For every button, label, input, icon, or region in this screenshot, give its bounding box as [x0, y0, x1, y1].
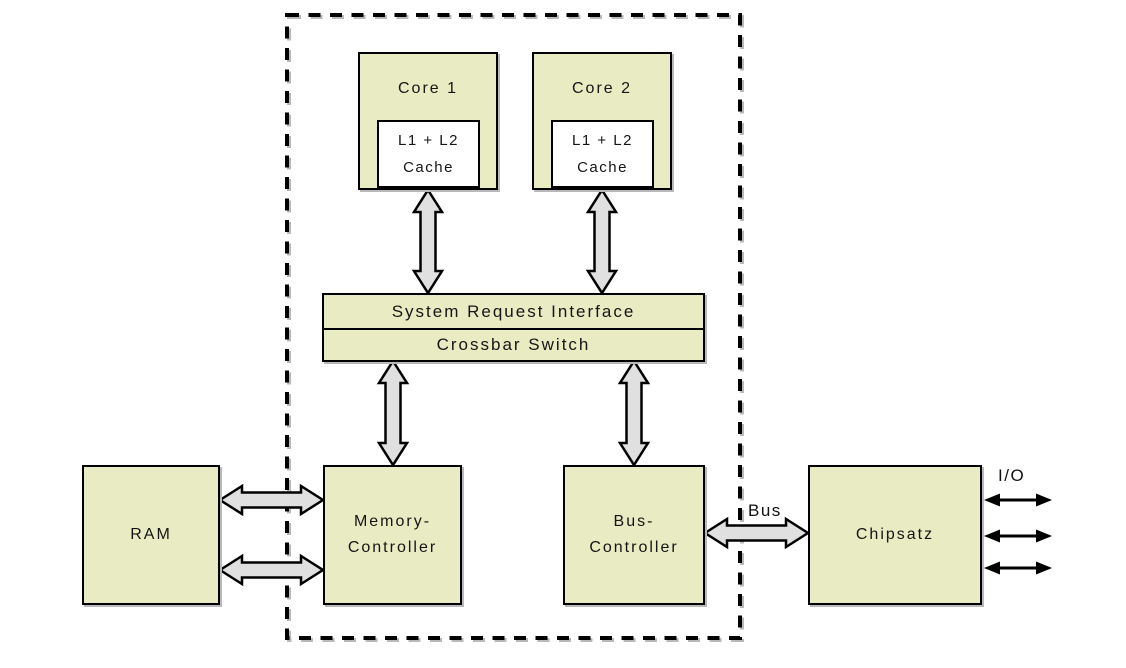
io-label: I/O: [998, 466, 1026, 485]
io-arrow-1: [984, 493, 1052, 507]
core1-cache-line1: L1 + L2: [398, 132, 459, 149]
crossbar-switch-bar: Crossbar Switch: [436, 335, 591, 354]
bus-controller-line2: Controller: [589, 539, 679, 556]
system-request-interface-bar: System Request Interface: [324, 295, 703, 330]
core1-sri-double-arrow: [411, 187, 445, 296]
bus-label: Bus: [748, 501, 782, 520]
memory-controller-box: Memory- Controller: [323, 465, 462, 605]
core2-box: Core 2 L1 + L2 Cache: [532, 52, 672, 190]
chipset-label: Chipsatz: [855, 526, 935, 543]
ram-label: RAM: [130, 526, 172, 543]
core1-label: Core 1: [397, 80, 459, 97]
core1-cache-line2: Cache: [403, 159, 454, 176]
ram-memctrl-double-arrow-top: [217, 483, 326, 517]
io-arrow-2: [984, 529, 1052, 543]
io-arrow-3: [984, 561, 1052, 575]
core2-cache-box: L1 + L2 Cache: [551, 120, 654, 188]
memory-controller-line1: Memory-: [353, 513, 432, 530]
core2-cache-line2: Cache: [577, 159, 628, 176]
crossbar-memctrl-double-arrow: [376, 358, 410, 468]
cpu-die-boundary-shadow: [287, 15, 744, 642]
cpu-die-boundary: [285, 13, 742, 640]
crossbar-busctrl-double-arrow: [617, 358, 651, 468]
busctrl-chipset-bus-double-arrow: [702, 516, 811, 550]
core2-label: Core 2: [571, 80, 633, 97]
chipset-box: Chipsatz: [808, 465, 982, 605]
ram-memctrl-double-arrow-bottom: [217, 553, 326, 587]
memory-controller-line2: Controller: [347, 539, 438, 556]
core1-cache-box: L1 + L2 Cache: [377, 120, 480, 188]
bus-controller-line1: Bus-: [613, 513, 655, 530]
ram-box: RAM: [82, 465, 220, 605]
core2-cache-line1: L1 + L2: [572, 132, 633, 149]
core1-box: Core 1 L1 + L2 Cache: [358, 52, 498, 190]
bus-controller-box: Bus- Controller: [563, 465, 705, 605]
sri-crossbar-block: System Request Interface Crossbar Switch: [322, 293, 705, 362]
core2-sri-double-arrow: [585, 187, 619, 296]
